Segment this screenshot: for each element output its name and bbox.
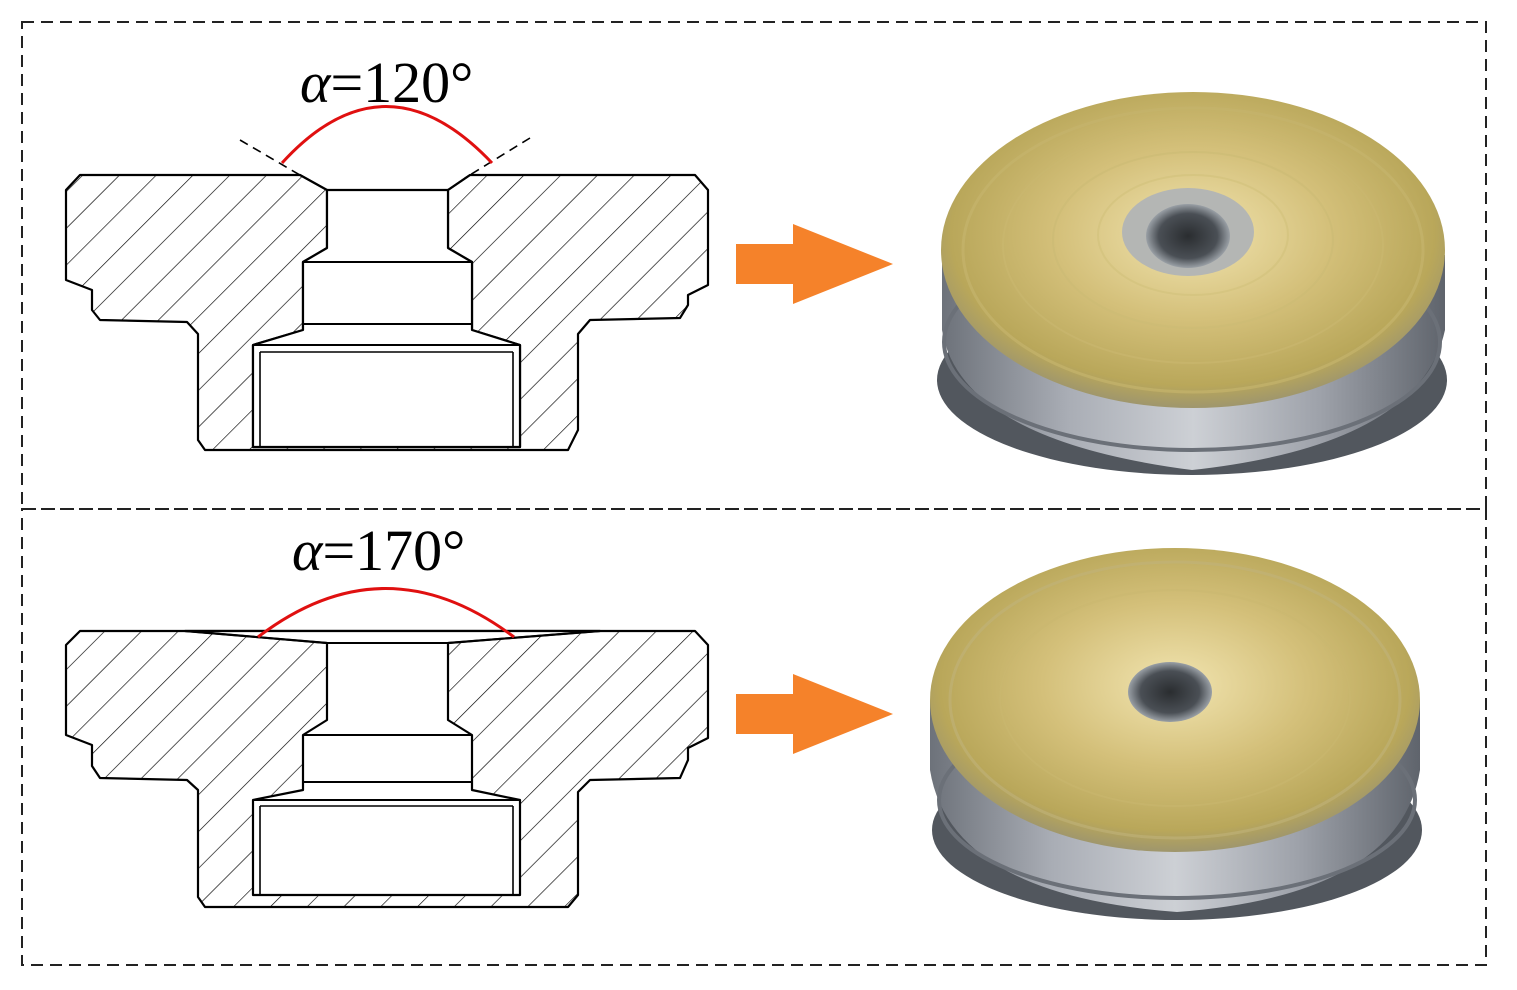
angle-arc-120 [280,105,494,165]
part-top-ring [999,589,1351,807]
angle-symbol: α [300,50,332,115]
part-top-ring [948,560,1402,840]
cone-edge [447,630,601,644]
right-arrow-icon [736,224,893,304]
panel-bottom-frame [21,508,1487,966]
angle-arc-170 [257,587,515,639]
angle-value: =120° [330,50,473,115]
angle-value: =170° [322,518,465,583]
cross-section-120: α=120° [64,50,710,452]
angle-extension-line [239,139,306,179]
section-bore-170 [183,629,602,897]
right-arrow-icon [736,674,893,754]
angle-label-170: α=170° [292,518,465,583]
cone-edge [447,174,471,191]
part-top-ring [1002,126,1384,364]
part-top-ring [1097,174,1289,296]
angle-extension-line [464,137,531,179]
part-photo-120 [937,92,1447,475]
panel-bottom: α=170° [21,508,1487,966]
cone-edge [299,174,328,191]
part-top-ring [1052,151,1334,329]
angle-symbol: α [292,518,324,583]
part-top-ring [961,106,1425,394]
part-hole [1128,662,1212,722]
cross-section-170: α=170° [64,518,710,909]
part-photo-170 [930,548,1422,920]
panel-top: α=120° [21,21,1487,510]
cone-edge [184,630,328,644]
part-hole [1146,204,1230,268]
angle-label-120: α=120° [300,50,473,115]
